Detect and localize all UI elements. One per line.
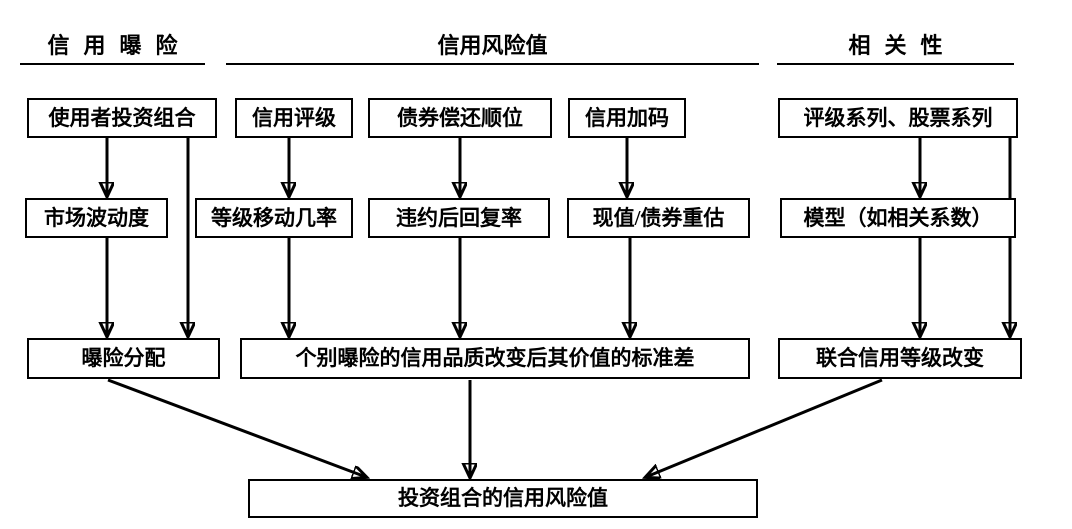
node-exposure-allocation: 曝险分配 [27,338,220,379]
header-correlation-label: 相关性 [848,33,957,58]
node-bond-seniority: 债券偿还顺位 [368,98,552,138]
arrow-exposure-allocation-to-portfolio-var [107,378,366,477]
node-rating-equity-series: 评级系列、股票系列 [778,98,1018,138]
node-pv-bond-revaluation: 现值/债券重估 [567,198,750,238]
header-credit-exposure-label: 信用曝险 [47,33,192,58]
header-correlation: 相关性 [777,35,1014,65]
header-credit-exposure: 信用曝险 [20,35,205,65]
header-credit-var: 信用风险值 [226,35,759,65]
node-portfolio-credit-var: 投资组合的信用风险值 [248,479,758,518]
node-rating-migration-prob: 等级移动几率 [195,198,353,238]
node-model-correlation: 模型（如相关系数） [780,198,1016,238]
node-credit-rating: 信用评级 [235,98,353,138]
header-credit-var-label: 信用风险值 [437,33,548,58]
node-market-volatility: 市场波动度 [25,198,168,238]
node-stddev-value-change: 个别曝险的信用品质改变后其价值的标准差 [240,338,750,379]
node-recovery-rate: 违约后回复率 [368,198,550,238]
arrow-joint-rating-change-to-portfolio-var [646,378,883,477]
node-credit-spread: 信用加码 [568,98,686,138]
node-joint-rating-change: 联合信用等级改变 [778,338,1022,379]
node-user-portfolio: 使用者投资组合 [27,98,217,138]
